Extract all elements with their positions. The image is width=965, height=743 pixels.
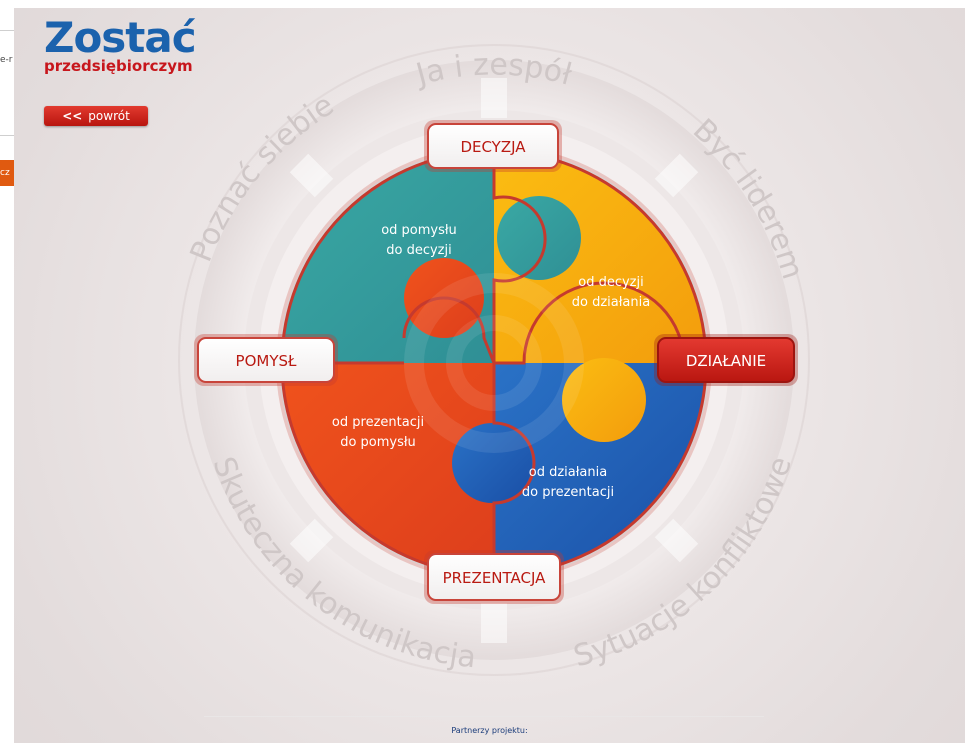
dzialanie-button[interactable]: DZIAŁANIE — [654, 334, 798, 386]
piece-orange-line2: do pomysłu — [340, 435, 416, 450]
app-stage: Zostać przedsiębiorczym << powrót — [14, 8, 965, 743]
partners-label: Partnerzy projektu: — [451, 726, 528, 735]
puzzle-diagram: Ja i zespół Być liderem Sytuacje konflik… — [178, 44, 810, 676]
prezentacja-label: PREZENTACJA — [443, 569, 547, 587]
footer-divider — [204, 716, 764, 717]
back-button[interactable]: << powrót — [44, 106, 148, 126]
back-button-label: powrót — [88, 109, 130, 123]
double-chevron-left-icon: << — [62, 109, 83, 123]
piece-teal-line2: do decyzji — [386, 243, 451, 258]
divider — [0, 30, 14, 31]
pomysl-label: POMYSŁ — [236, 352, 297, 370]
piece-orange-line1: od prezentacji — [332, 415, 424, 430]
cut-off-text: e-r — [0, 55, 13, 65]
piece-teal-line1: od pomysłu — [381, 223, 457, 238]
decyzja-label: DECYZJA — [460, 138, 526, 156]
logo: Zostać przedsiębiorczym — [44, 13, 197, 75]
pomysl-button[interactable]: POMYSŁ — [194, 334, 338, 386]
prezentacja-button[interactable]: PREZENTACJA — [424, 550, 564, 604]
left-page-strip: e-r cz — [0, 0, 14, 743]
piece-yellow-line2: do działania — [572, 295, 650, 310]
divider — [0, 135, 14, 136]
piece-yellow-line1: od decyzji — [578, 275, 643, 290]
logo-subtitle: przedsiębiorczym — [44, 57, 193, 75]
decyzja-button[interactable]: DECYZJA — [424, 120, 562, 172]
dzialanie-label: DZIAŁANIE — [686, 352, 766, 370]
logo-title: Zostać — [44, 13, 197, 62]
piece-blue-line2: do prezentacji — [522, 485, 614, 500]
cut-off-button[interactable]: cz — [0, 160, 14, 186]
piece-blue-line1: od działania — [529, 465, 607, 480]
